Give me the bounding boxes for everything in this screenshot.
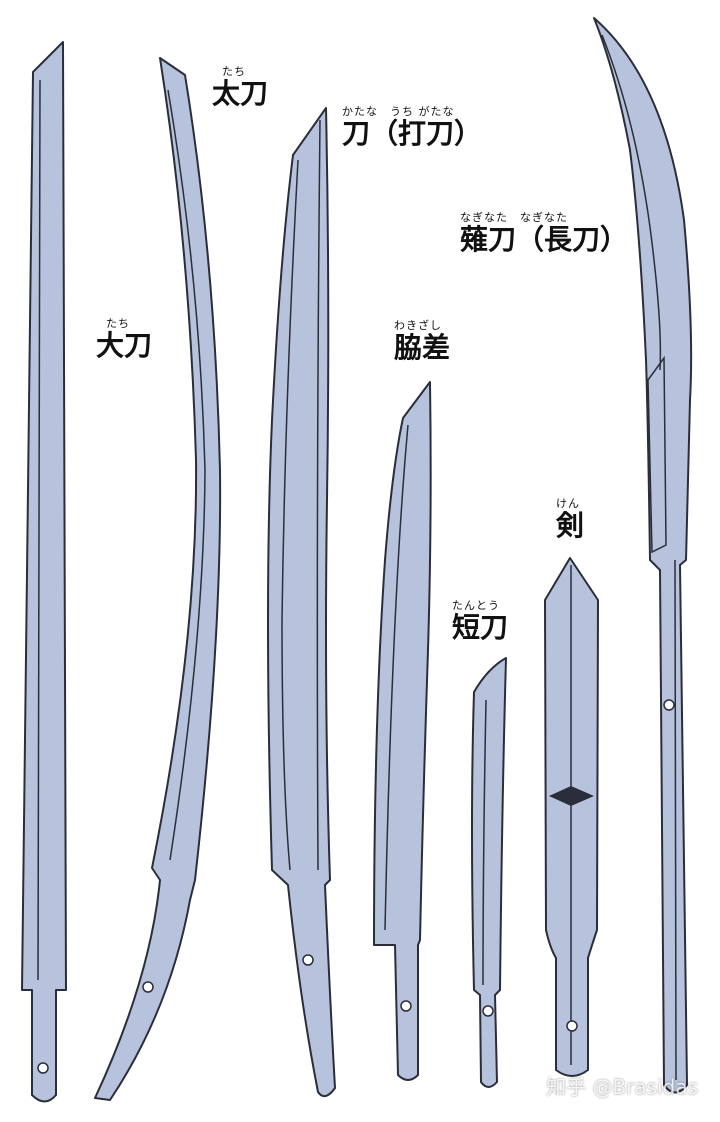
tanto-sword <box>471 657 507 1088</box>
naginata-label: なぎなた なぎなた 薙刀（長刀） <box>460 212 628 256</box>
ken-name: 剣 <box>556 509 585 542</box>
katana-name: 刀（打刀） <box>342 117 483 150</box>
tanto-ruby: たんとう <box>452 599 500 612</box>
ken-peg-hole <box>566 1020 578 1032</box>
tanto-label: たんとう 短刀 <box>452 600 508 644</box>
naginata-peg-hole <box>663 699 675 711</box>
katana-ruby: かたな うち がたな <box>342 105 455 118</box>
ken-label: けん 剣 <box>556 498 584 542</box>
katana-peg-hole <box>302 954 314 966</box>
naginata-ruby: なぎなた なぎなた <box>460 211 568 224</box>
katana-sword <box>267 107 336 1098</box>
tachi-sword <box>94 57 222 1101</box>
wakizashi-ruby: わきざし <box>394 319 442 332</box>
daito-ruby: たち <box>106 317 130 330</box>
wakizashi-label: わきざし 脇差 <box>394 320 450 364</box>
daito-peg-hole <box>37 1062 49 1074</box>
tachi-label: たち 太刀 <box>212 66 268 110</box>
katana-label: かたな うち がたな 刀（打刀） <box>342 106 482 150</box>
ken-sword <box>544 557 599 1077</box>
tanto-peg-hole <box>482 1005 494 1017</box>
watermark: 知乎 @Brasidas <box>546 1075 698 1099</box>
daito-label: たち 大刀 <box>96 318 152 362</box>
tachi-ruby: たち <box>222 65 246 78</box>
tanto-name: 短刀 <box>452 611 509 644</box>
naginata-name: 薙刀（長刀） <box>460 223 629 256</box>
daito-name: 大刀 <box>96 329 153 362</box>
ken-guard-ridge <box>549 786 594 806</box>
daito-sword <box>21 41 67 1103</box>
wakizashi-peg-hole <box>400 1000 412 1012</box>
ken-ruby: けん <box>556 497 580 510</box>
tachi-name: 太刀 <box>212 77 269 110</box>
naginata-sword <box>593 17 693 1094</box>
tachi-peg-hole <box>142 981 154 993</box>
wakizashi-sword <box>373 381 432 1081</box>
wakizashi-name: 脇差 <box>394 331 451 364</box>
